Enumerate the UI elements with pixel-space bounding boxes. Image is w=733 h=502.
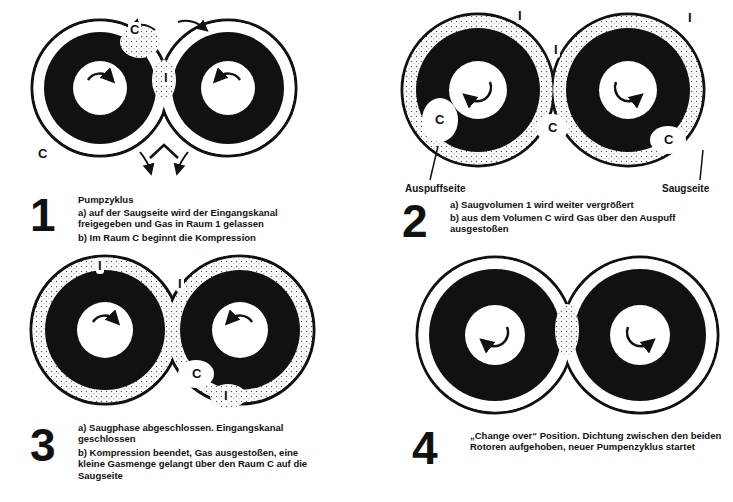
- step-note: b) aus dem Volumen C wird Gas über den A…: [450, 212, 722, 235]
- step-heading: Pumpzyklus: [78, 194, 323, 205]
- chamber-label: C: [546, 120, 559, 136]
- step-note: a) Saugphase abgeschlossen. Eingangskana…: [78, 422, 318, 445]
- chamber-label: C: [128, 22, 141, 38]
- pump-stage-2: [402, 14, 704, 180]
- pump-stage-4: [417, 257, 718, 413]
- chamber-label: I: [176, 276, 184, 292]
- chamber-label: C: [433, 112, 446, 128]
- chamber-label: I: [222, 388, 230, 404]
- pump-stage-3: [31, 256, 314, 408]
- chamber-label: C: [36, 146, 49, 162]
- step-number: 1: [30, 192, 56, 238]
- step-note: b) Im Raum C beginnt die Kompression: [78, 232, 323, 243]
- chamber-label: I: [96, 258, 104, 274]
- chamber-label: I: [552, 42, 560, 58]
- step-note: a) auf der Saugseite wird der Eingangska…: [78, 207, 323, 230]
- pump-stage-1: [32, 20, 296, 170]
- side-label: Saugseite: [662, 183, 709, 195]
- chamber-label: I: [516, 8, 524, 24]
- step-note: b) Kompression beendet, Gas ausgestoßen,…: [78, 447, 318, 481]
- step-number: 3: [30, 422, 56, 468]
- step-note: a) Saugvolumen 1 wird weiter vergrößert: [450, 199, 722, 210]
- chamber-label: C: [190, 366, 203, 382]
- chamber-label: C: [662, 132, 675, 148]
- step-number: 4: [412, 425, 438, 471]
- chamber-label: I: [162, 70, 170, 86]
- chamber-label: I: [686, 10, 694, 26]
- step-note: „Change over“ Position. Dichtung zwische…: [470, 430, 725, 453]
- side-label: Auspuffseite: [405, 183, 466, 195]
- step-number: 2: [402, 198, 428, 244]
